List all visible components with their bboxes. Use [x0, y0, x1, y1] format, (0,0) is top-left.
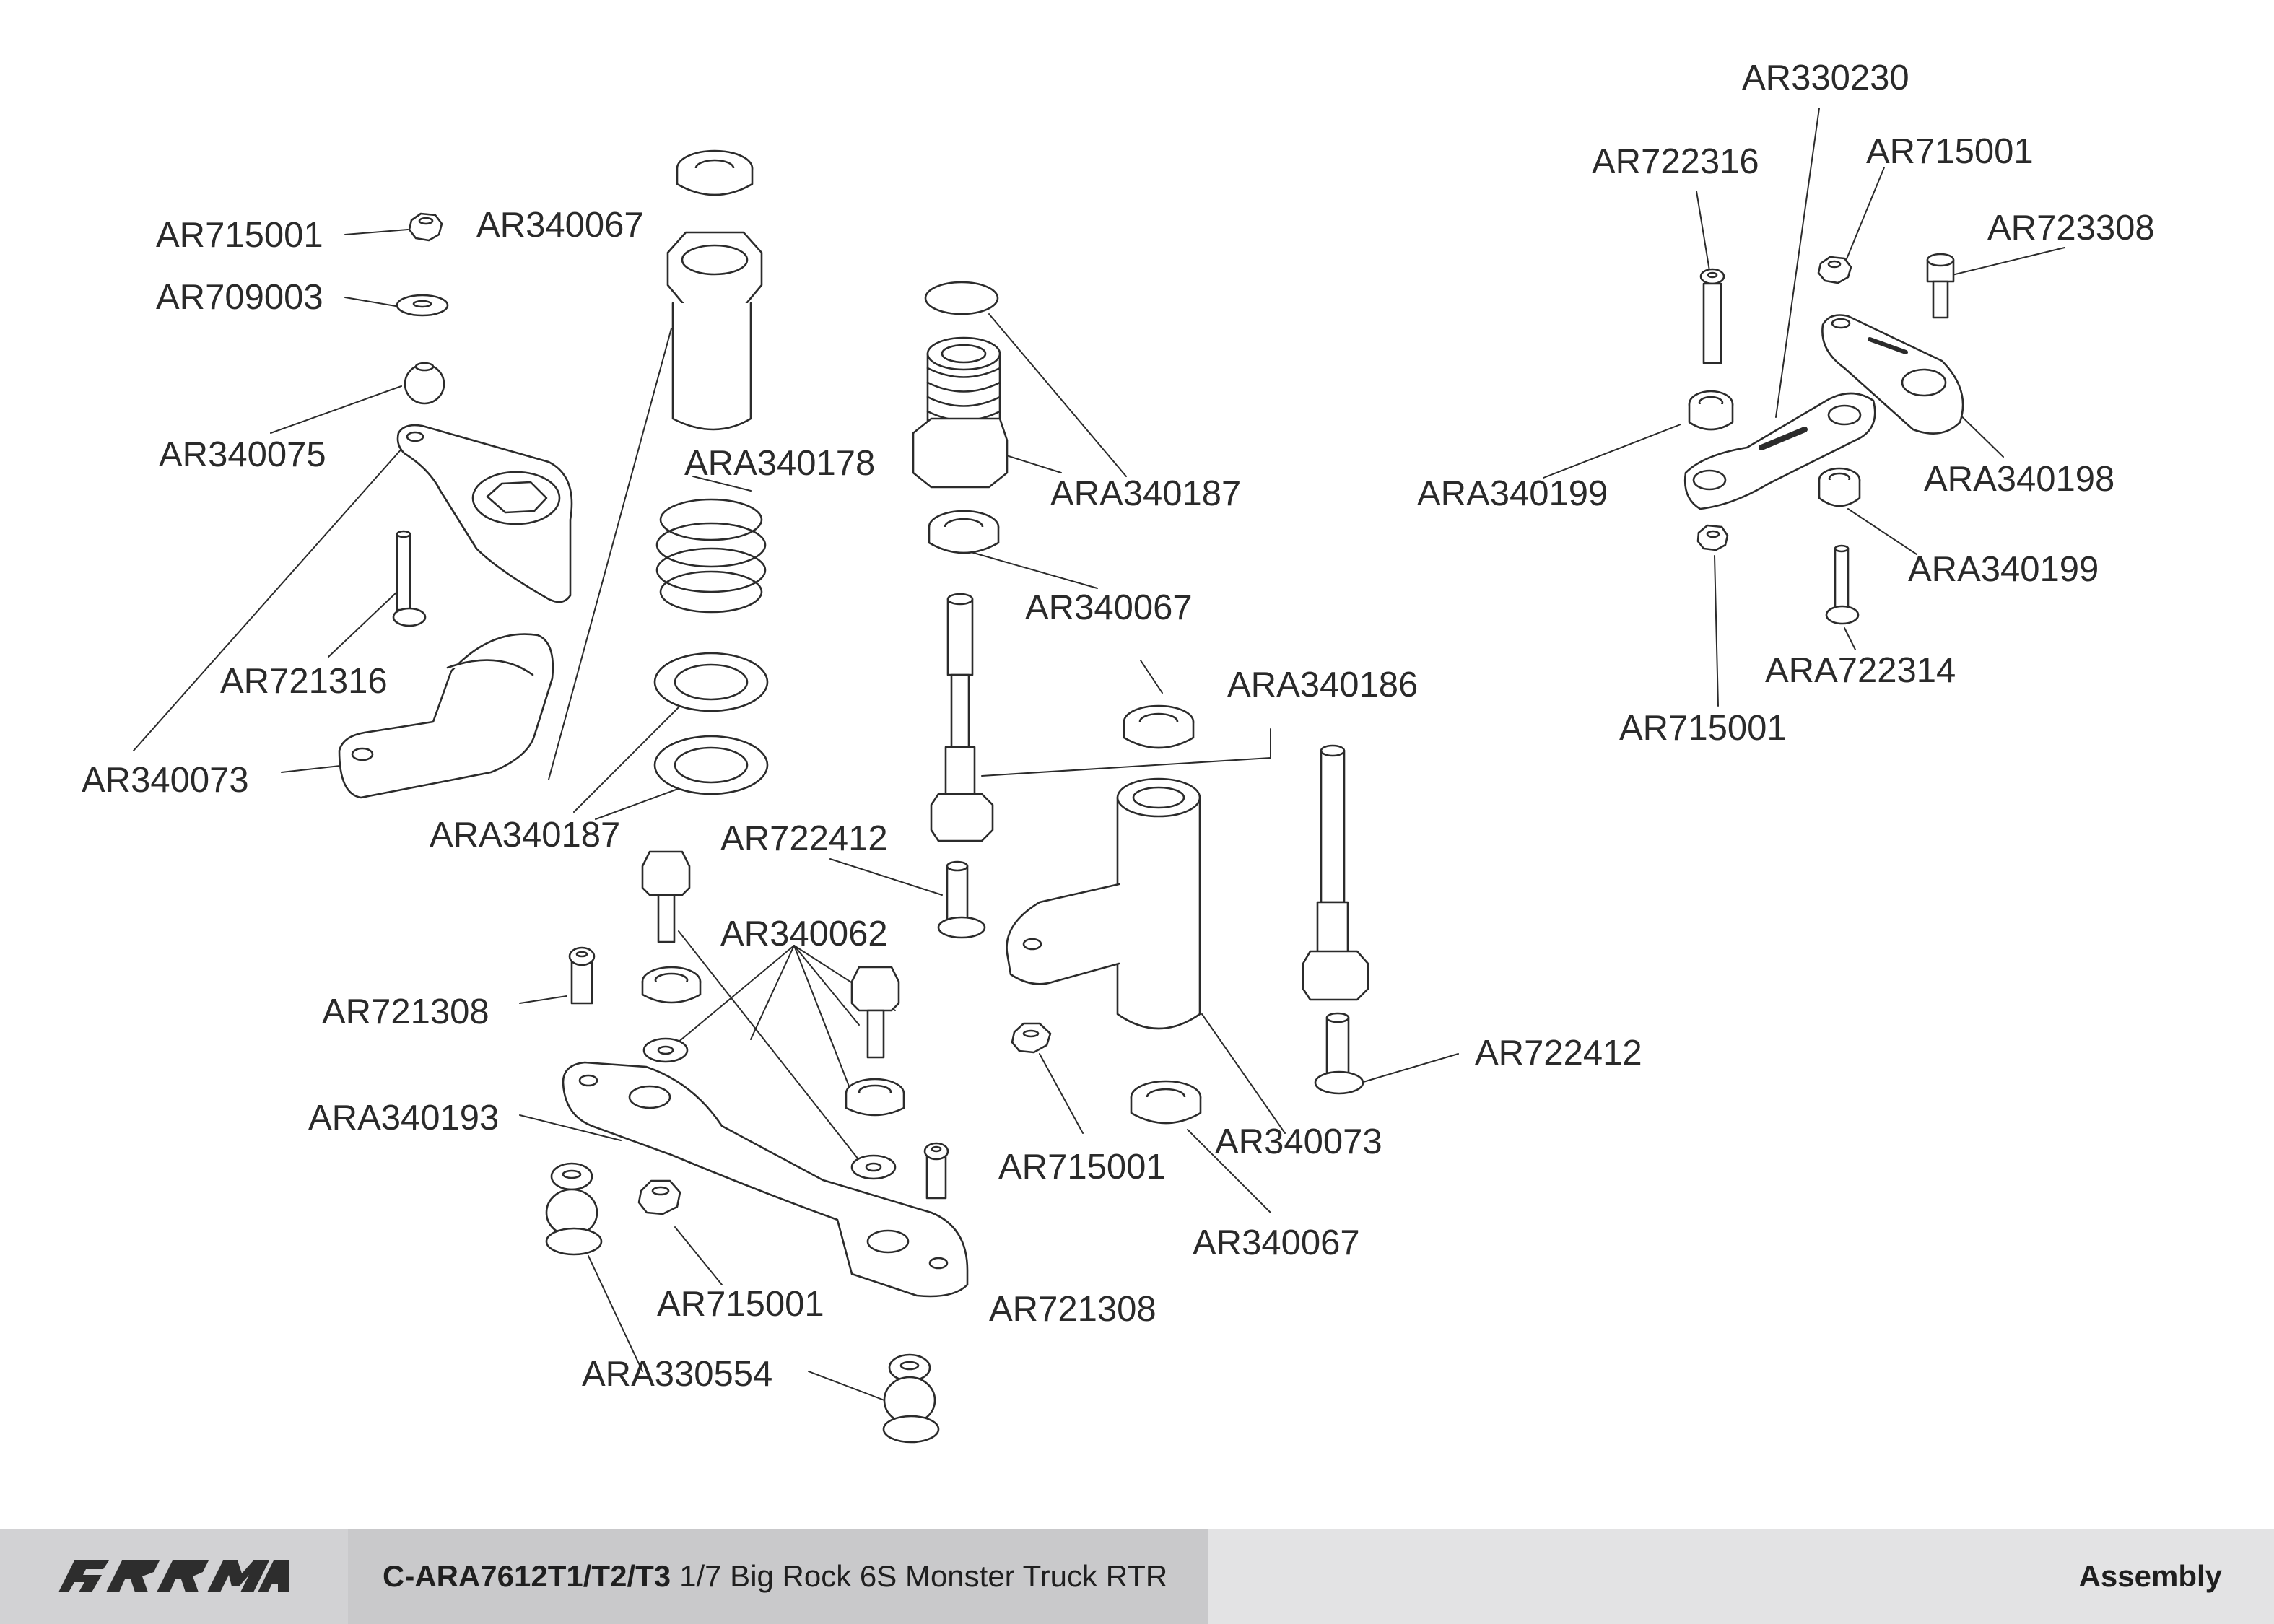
nut-ar715001-top-left [408, 212, 443, 242]
spacer-ar340067-right [1123, 704, 1195, 749]
washer-ara340187-b [653, 735, 769, 795]
ball-ar340075 [404, 362, 445, 405]
nut-ar715001-center [1011, 1022, 1052, 1054]
washer-ara340187-a [653, 652, 769, 712]
threaded-collar-ara340187 [912, 336, 1009, 489]
label-ar722412-r: AR722412 [1475, 1034, 1642, 1073]
screw-ar721308-right [923, 1142, 949, 1200]
drag-link-ara340193 [562, 1061, 969, 1298]
label-ar722316: AR722316 [1592, 142, 1759, 181]
ball-end-ara330554-left [545, 1162, 603, 1256]
model-code: C-ARA7612T1/T2/T3 [383, 1559, 671, 1593]
footer-bar: C-ARA7612T1/T2/T3 1/7 Big Rock 6S Monste… [0, 1529, 2274, 1624]
label-ara330554: ARA330554 [582, 1355, 773, 1394]
servo-saver-link-ar330230 [1683, 392, 1876, 510]
spring-ara340178 [655, 498, 767, 614]
label-ar721308-r: AR721308 [989, 1290, 1156, 1329]
servo-arm-ar340073-lower [338, 633, 554, 799]
kingpin-ara340186-a [930, 593, 994, 842]
label-ar340075: AR340075 [159, 435, 326, 474]
bushing-ar340062-b [845, 1078, 905, 1117]
screw-ar723308 [1926, 253, 1955, 319]
label-ar721308-l: AR721308 [322, 992, 489, 1031]
screw-ara722314 [1825, 544, 1860, 625]
o-ring-ara340187 [924, 281, 999, 315]
exploded-assembly-diagram [133, 108, 2065, 1444]
label-ar340073-r: AR340073 [1215, 1122, 1382, 1161]
servo-horn-ar340073-upper [396, 424, 573, 603]
label-ar709003: AR709003 [156, 278, 323, 317]
label-ar715001-r2: AR715001 [1619, 709, 1787, 748]
screw-ar721308-left [568, 946, 596, 1005]
label-ara340199-r: ARA340199 [1908, 550, 2099, 589]
label-ar721316: AR721316 [220, 662, 388, 701]
label-ar715001-lower: AR715001 [657, 1285, 824, 1324]
brand-logo [0, 1529, 348, 1624]
label-ar715001-l1: AR715001 [156, 216, 323, 255]
washer-ar340062-a [642, 1037, 689, 1063]
arrma-logo-icon [58, 1560, 289, 1592]
label-ar340067-bot: AR340067 [1193, 1223, 1360, 1262]
bellcrank-ar340073 [1006, 777, 1201, 1030]
section-label: Assembly [2078, 1559, 2222, 1593]
bushing-ar340062-a [641, 966, 702, 1004]
bushing-ara340199-right [1818, 467, 1861, 507]
label-ar715001-r1: AR715001 [1866, 132, 2034, 171]
label-ar340067-mid: AR340067 [1025, 588, 1193, 627]
label-ar723308: AR723308 [1987, 209, 2155, 248]
spacer-ar340067-bottom [1130, 1080, 1202, 1125]
nut-ar715001-right-lower [1696, 524, 1729, 551]
bolt-ar340062-a [641, 850, 691, 943]
label-ara340178: ARA340178 [684, 444, 876, 483]
bushing-ar722412-center [937, 860, 986, 939]
screw-ar722316 [1699, 268, 1725, 364]
model-title: C-ARA7612T1/T2/T3 1/7 Big Rock 6S Monste… [348, 1529, 1208, 1624]
label-ar340067-top: AR340067 [476, 206, 644, 245]
post-ara340187 [666, 231, 763, 431]
label-ar340073-l: AR340073 [82, 761, 249, 800]
label-ara340193: ARA340193 [308, 1099, 500, 1138]
label-ara340198: ARA340198 [1924, 460, 2115, 499]
label-ar330230: AR330230 [1742, 58, 1909, 97]
label-ar340062: AR340062 [720, 914, 888, 953]
spacer-ar340067-top [676, 149, 754, 196]
servo-saver-arm-ara340198 [1821, 314, 1964, 435]
label-ara340187-r: ARA340187 [1050, 474, 1242, 513]
label-ar722412-c: AR722412 [720, 819, 888, 858]
bolt-ar340062-b [850, 966, 900, 1059]
spacer-ar340067-middle [928, 510, 1000, 554]
screw-ar721316 [392, 530, 427, 627]
washer-ar340062-b [850, 1154, 897, 1180]
nut-ar715001-lower [637, 1179, 681, 1215]
bushing-ara340199-left [1688, 390, 1734, 431]
bushing-ar722412-right [1314, 1012, 1364, 1095]
label-ara722314: ARA722314 [1765, 651, 1956, 690]
nut-ar715001-right-top [1817, 256, 1852, 284]
label-ara340186: ARA340186 [1227, 665, 1419, 704]
label-ara340199-l: ARA340199 [1417, 474, 1608, 513]
ball-end-ara330554-right [882, 1353, 940, 1444]
washer-ar709003 [396, 294, 449, 317]
label-ar715001-c: AR715001 [998, 1148, 1166, 1187]
model-name: 1/7 Big Rock 6S Monster Truck RTR [679, 1559, 1168, 1593]
label-ara340187-l: ARA340187 [430, 816, 621, 855]
kingpin-ara340186-b [1302, 744, 1369, 1001]
